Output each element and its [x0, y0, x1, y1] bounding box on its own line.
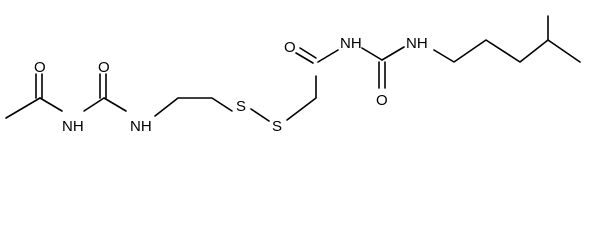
- bond: [5, 97, 41, 119]
- bond: [299, 47, 317, 59]
- bond: [381, 46, 405, 61]
- bond: [433, 39, 581, 63]
- bond: [154, 97, 233, 117]
- bond: [83, 97, 105, 112]
- acetyl-nh-label: NH: [62, 118, 84, 135]
- sulfur2-label: S: [272, 118, 282, 135]
- imide-nh-label: NH: [340, 35, 362, 52]
- bond-lines: [5, 15, 581, 122]
- bond: [103, 97, 127, 112]
- sulfur1-label: S: [236, 98, 246, 115]
- chemical-structure-diagram: O NH O NH S S O NH O NH: [5, 15, 581, 135]
- bond: [295, 52, 314, 64]
- urea1-nh-label: NH: [130, 118, 152, 135]
- acetyl-oxygen-label: O: [34, 59, 46, 76]
- atom-labels: O NH O NH S S O NH O NH: [34, 35, 428, 135]
- bond: [286, 75, 317, 121]
- amide-oxygen-label: O: [284, 39, 296, 56]
- bond: [39, 97, 63, 112]
- bond: [361, 47, 383, 61]
- bond: [250, 108, 270, 122]
- urea2-oxygen-label: O: [376, 92, 388, 109]
- urea1-oxygen-label: O: [98, 59, 110, 76]
- bond: [317, 49, 339, 63]
- urea2-nh-label: NH: [406, 35, 428, 52]
